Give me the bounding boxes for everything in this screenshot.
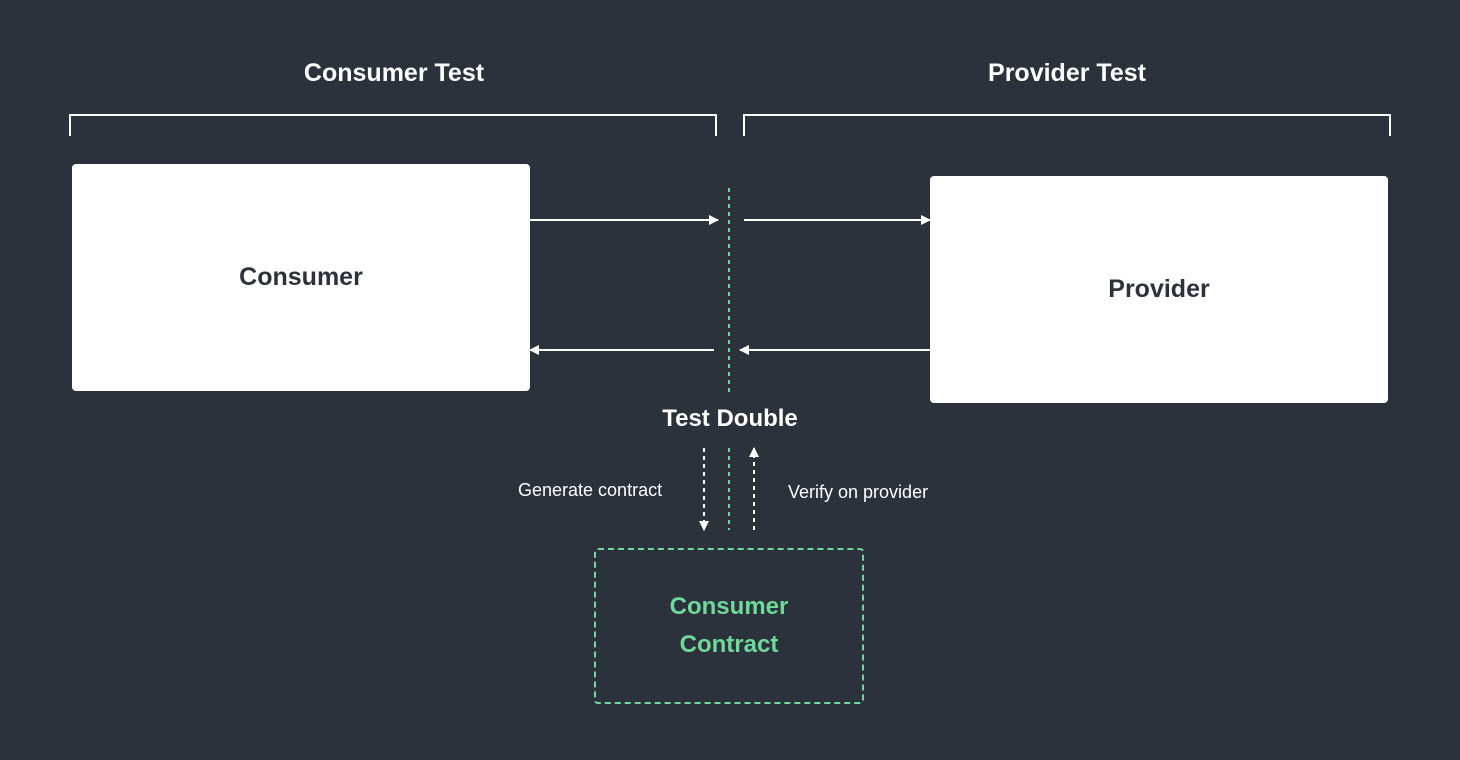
consumer-test-bracket bbox=[69, 114, 717, 136]
provider-node-label: Provider bbox=[1108, 275, 1210, 303]
generate-contract-label: Generate contract bbox=[518, 480, 663, 500]
contract-label-line2: Contract bbox=[679, 631, 779, 658]
consumer-node-label: Consumer bbox=[239, 263, 363, 291]
provider-test-title: Provider Test bbox=[988, 59, 1146, 87]
contract-label-line1: Consumer bbox=[669, 593, 789, 620]
verify-provider-label: Verify on provider bbox=[788, 482, 929, 502]
test-double-label: Test Double bbox=[662, 405, 798, 432]
provider-test-bracket bbox=[743, 114, 1391, 136]
consumer-test-title: Consumer Test bbox=[303, 59, 485, 87]
provider-node: Provider bbox=[930, 176, 1388, 403]
consumer-contract-box: Consumer Contract bbox=[594, 548, 864, 704]
consumer-node: Consumer bbox=[72, 164, 530, 391]
